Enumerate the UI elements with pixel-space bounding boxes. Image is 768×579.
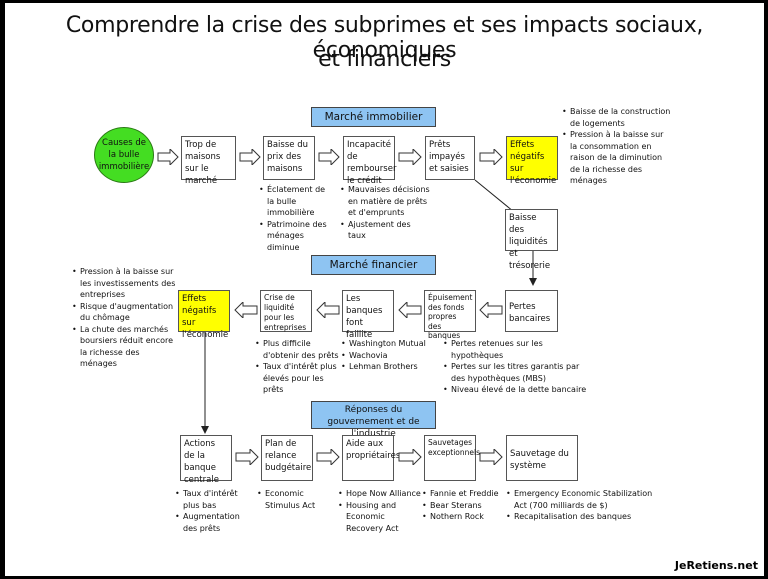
block-arrow-r3-4 [479, 447, 503, 469]
note-item: Pertes retenues sur les hypothèques [443, 338, 593, 361]
block-arrow-1 [157, 147, 179, 169]
notes-baisse-prix: Éclatement de la bulle immobilière Patri… [259, 184, 333, 253]
note-item: Plus difficile d'obtenir des prêts [255, 338, 343, 361]
block-arrow-r3-3 [398, 447, 422, 469]
note-item: Augmentation des prêts [175, 511, 255, 534]
notes-aide: Hope Now Alliance Housing and Economic R… [338, 488, 422, 534]
brand-logo-text: JeRetiens.net [674, 559, 758, 572]
note-item: Mauvaises décisions en matière de prêts … [340, 184, 430, 219]
note-item: Risque d'augmentation du chômage [72, 301, 176, 324]
note-item: Baisse de la construction de logements [562, 106, 672, 129]
page-title-line1: Comprendre la crise des subprimes et ses… [65, 13, 704, 63]
notes-pertes: Pertes retenues sur les hypothèques Pert… [443, 338, 593, 396]
block-arrow-r3-1 [235, 447, 259, 469]
note-item: Patrimoine des ménages diminue [259, 219, 333, 254]
note-item: Ajustement des taux [340, 219, 430, 242]
node-plan-relance: Plan de relance budgétaire [261, 435, 313, 481]
node-baisse-prix: Baisse du prix des maisons [263, 136, 315, 180]
block-arrow-4 [398, 147, 422, 169]
block-arrow-left-2 [316, 300, 340, 322]
node-pertes-bancaires: Pertes bancaires [505, 290, 558, 332]
block-arrow-left-1 [234, 300, 258, 322]
page-title-line2: et financiers [318, 47, 451, 72]
note-item: Pertes sur les titres garantis par des h… [443, 361, 593, 384]
node-effets-negatifs-2: Effets négatifs sur l'économie [178, 290, 230, 340]
note-item: Recapitalisation des banques [506, 511, 666, 523]
notes-row2-left: Pression à la baisse sur les investissem… [72, 266, 176, 370]
notes-sauvetages: Fannie et Freddie Bear Sterans Nothern R… [422, 488, 504, 523]
note-item: Nothern Rock [422, 511, 504, 523]
notes-banques: Washington Mutual Wachovia Lehman Brothe… [341, 338, 431, 373]
notes-systeme: Emergency Economic Stabilization Act (70… [506, 488, 666, 523]
note-item: Emergency Economic Stabilization Act (70… [506, 488, 666, 511]
section-reponses: Réponses du gouvernement et de l'industr… [311, 401, 436, 439]
note-item: La chute des marchés boursiers réduit en… [72, 324, 176, 370]
node-prets-impayes: Prêts impayés et saisies [425, 136, 475, 180]
diagram-canvas: Comprendre la crise des subprimes et ses… [5, 3, 764, 576]
note-item: Wachovia [341, 350, 431, 362]
notes-crise: Plus difficile d'obtenir des prêts Taux … [255, 338, 343, 396]
block-arrow-5 [479, 147, 503, 169]
block-arrow-2 [239, 147, 261, 169]
section-marche-financier: Marché financier [311, 255, 436, 275]
block-arrow-r3-2 [316, 447, 340, 469]
note-item: Pression à la baisse sur les investissem… [72, 266, 176, 301]
node-epuisement-fonds: Épuisement des fonds propres des banques [424, 290, 476, 340]
block-arrow-left-4 [479, 300, 503, 322]
note-item: Bear Sterans [422, 500, 504, 512]
node-trop-maisons: Trop de maisons sur le marché [181, 136, 236, 186]
notes-incapacite: Mauvaises décisions en matière de prêts … [340, 184, 430, 242]
note-item: Washington Mutual [341, 338, 431, 350]
block-arrow-left-3 [398, 300, 422, 322]
section-marche-immobilier: Marché immobilier [311, 107, 436, 127]
notes-relance: Economic Stimulus Act [257, 488, 329, 511]
note-item: Pression à la baisse sur la consommation… [562, 129, 672, 187]
block-arrow-3 [318, 147, 340, 169]
node-causes-bulle: Causes de la bulle immobilière [94, 127, 154, 183]
notes-actions: Taux d'intérêt plus bas Augmentation des… [175, 488, 255, 534]
node-crise-liquidite: Crise de liquidité pour les entreprises [260, 290, 312, 332]
note-item: Lehman Brothers [341, 361, 431, 373]
note-item: Economic Stimulus Act [257, 488, 329, 511]
node-incapacite: Incapacité de rembourser le crédit [343, 136, 396, 186]
note-item: Fannie et Freddie [422, 488, 504, 500]
node-sauvetages-exceptionnels: Sauvetages exceptionnels [424, 435, 480, 481]
node-baisse-liquidites: Baisse des liquidités et trésorerie [505, 209, 558, 271]
note-item: Housing and Economic Recovery Act [338, 500, 422, 535]
node-actions-banque-centrale: Actions de la banque centrale [180, 435, 232, 485]
node-aide-proprietaires: Aide aux propriétaires [342, 435, 400, 481]
note-item: Taux d'intérêt plus élevés pour les prêt… [255, 361, 343, 396]
node-banques-faillite: Les banques font faillite [342, 290, 394, 340]
note-item: Éclatement de la bulle immobilière [259, 184, 333, 219]
notes-row1-right: Baisse de la construction de logements P… [562, 106, 672, 187]
note-item: Hope Now Alliance [338, 488, 422, 500]
note-item: Taux d'intérêt plus bas [175, 488, 255, 511]
note-item: Niveau élevé de la dette bancaire [443, 384, 593, 396]
node-effets-negatifs-1: Effets négatifs sur l'économie [506, 136, 558, 186]
node-sauvetage-systeme: Sauvetage du système [506, 435, 578, 481]
